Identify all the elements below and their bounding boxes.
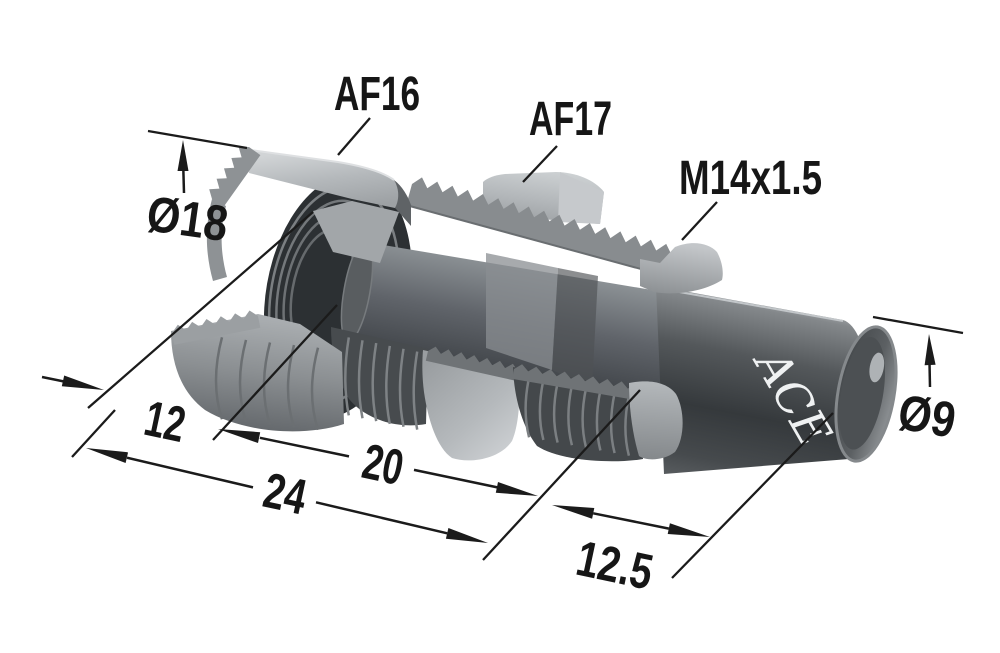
leader-thread: [681, 201, 718, 241]
thread-ribs-left: [344, 337, 419, 430]
arrowhead-12-5-right: [667, 523, 710, 537]
piston-tube: [656, 286, 868, 474]
arrowhead-24-right: [445, 528, 488, 543]
nut-edge-teeth: [425, 346, 518, 381]
thread-ribs-right: [524, 377, 631, 457]
af16-hex-top-flat: [243, 149, 399, 208]
dim-text-12: 12: [140, 390, 191, 453]
arrowhead-20-left: [218, 429, 261, 443]
dim-text-20: 20: [358, 433, 409, 496]
callout-af17: AF17: [529, 93, 612, 146]
shock-absorber-body: ACE: [171, 147, 898, 474]
dim-shaft-dia9: [928, 362, 932, 388]
arrowhead-20-right: [495, 482, 538, 496]
tube-top-highlight: [656, 287, 844, 322]
dim-text-24: 24: [259, 462, 312, 526]
af17-nut-top-right-facet: [558, 172, 604, 224]
dim-text-12-5: 12.5: [572, 530, 658, 601]
ext-line-rear-rim: [71, 409, 116, 458]
ext-line-dia18: [147, 129, 248, 150]
callout-thread: M14x1.5: [679, 152, 822, 205]
annotations: AF16 AF17 M14x1.5 Ø18 Ø9 12 24 20 12.5: [41, 68, 964, 601]
dim-line-12-5: [592, 512, 670, 530]
thread-crest: [406, 177, 702, 285]
thread-edge-teeth: [512, 364, 642, 401]
dim-text-dia18: Ø18: [143, 185, 231, 252]
dim-shaft-12: [41, 375, 65, 383]
dim-line-24: [126, 456, 448, 535]
arrowhead-dia18: [177, 140, 189, 171]
hex-top-highlight: [242, 148, 395, 181]
cap-rim-crescent: [206, 199, 227, 281]
ext-line-tube-end: [671, 412, 834, 579]
dim-line-20: [259, 436, 498, 489]
arrowhead-12: [61, 375, 104, 390]
section-cut-face: [313, 201, 399, 263]
dim-text-dia9: Ø9: [894, 384, 960, 449]
callout-af16: AF16: [334, 68, 420, 121]
arrowhead-dia9: [924, 334, 936, 366]
ext-line-cap-front: [212, 304, 338, 441]
ext-line-thread-end: [482, 389, 641, 561]
barrel-collar-shadow: [552, 268, 598, 388]
arrowhead-24-left: [86, 448, 129, 463]
ext-line-rear-face: [87, 211, 314, 409]
cap-serrated-rim: [209, 147, 261, 208]
barrel-collar-highlight: [486, 253, 558, 370]
af17-nut-bottom: [422, 350, 520, 461]
tube-end-dimple: [869, 352, 885, 383]
dim-shaft-dia18: [182, 167, 186, 194]
ext-line-dia9: [872, 315, 964, 335]
front-shoulder-top: [640, 243, 723, 294]
leader-af16: [337, 117, 371, 156]
front-shoulder-bottom: [629, 381, 683, 460]
hex-notch: [394, 180, 411, 226]
leader-af17: [522, 145, 558, 183]
arrowhead-12-5-left: [552, 505, 595, 519]
cap-bottom-serrations: [172, 310, 261, 345]
